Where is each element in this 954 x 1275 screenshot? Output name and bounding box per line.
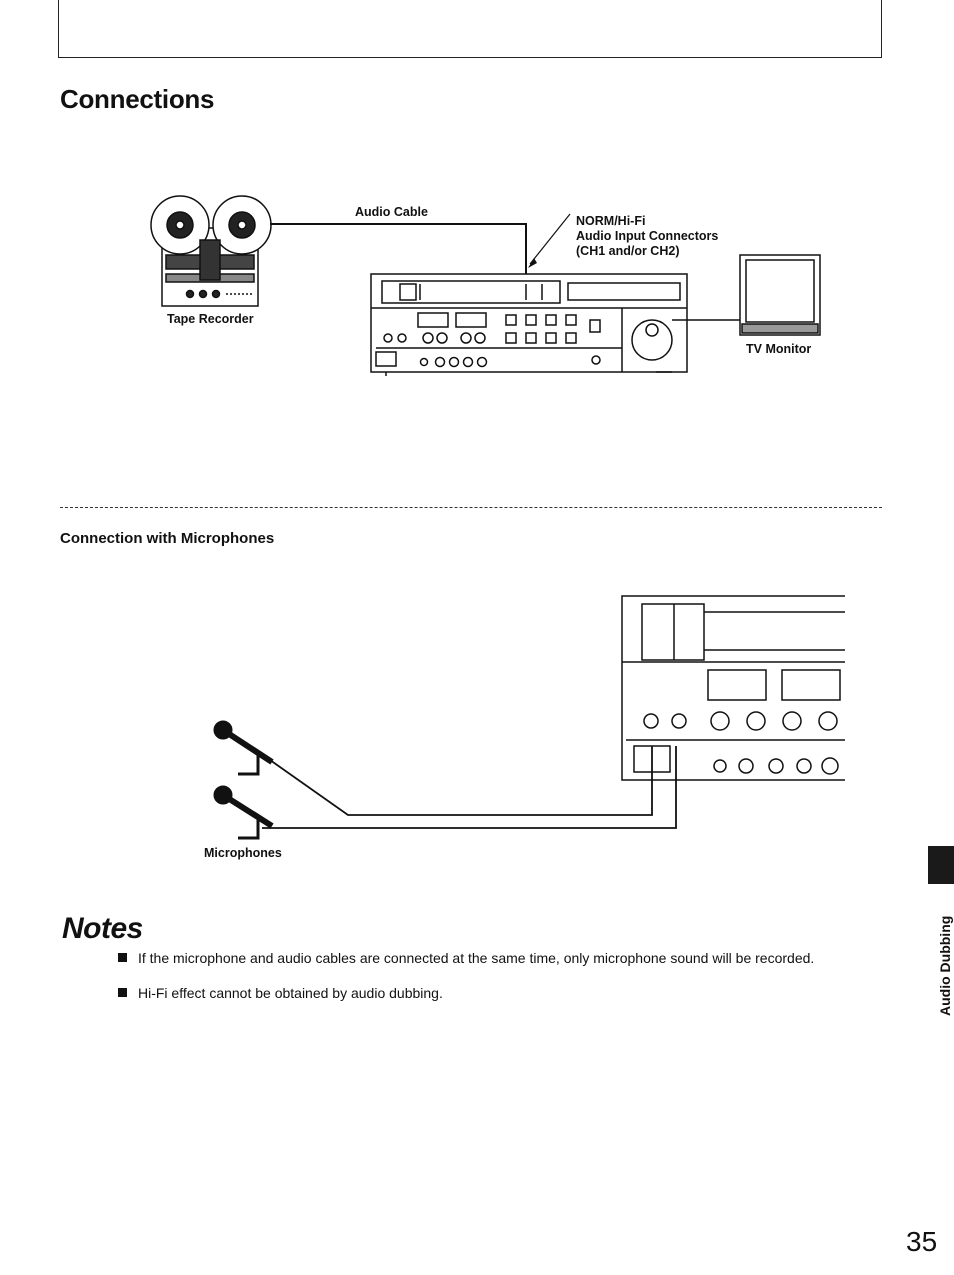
- connector-label-line2: Audio Input Connectors: [576, 229, 719, 243]
- section-title: Connections: [60, 84, 215, 114]
- tv-monitor-label: TV Monitor: [746, 342, 812, 356]
- microphones-label: Microphones: [204, 846, 282, 860]
- connector-label-line1: NORM/Hi-Fi: [576, 214, 646, 228]
- vcr-closeup-illustration: [621, 595, 845, 781]
- note-item: If the microphone and audio cables are c…: [118, 949, 814, 967]
- note-text: Hi-Fi effect cannot be obtained by audio…: [138, 985, 443, 1001]
- bullet-icon: [118, 988, 127, 997]
- subsection-title: Connection with Microphones: [60, 530, 275, 547]
- microphone-illustration: [213, 720, 274, 840]
- audio-cable-label: Audio Cable: [355, 205, 428, 219]
- side-tab-marker: [928, 846, 954, 884]
- section-divider: [60, 507, 882, 508]
- tv-monitor-illustration: [739, 254, 821, 336]
- tape-recorder-illustration: [150, 195, 272, 307]
- notes-title: Notes: [62, 912, 143, 945]
- header-box: [58, 0, 882, 58]
- tape-recorder-label: Tape Recorder: [167, 312, 254, 326]
- page-number: 35: [906, 1226, 938, 1257]
- connector-label-line3: (CH1 and/or CH2): [576, 244, 680, 258]
- note-text: If the microphone and audio cables are c…: [138, 950, 815, 966]
- side-tab-label: Audio Dubbing: [937, 915, 953, 1016]
- bullet-icon: [118, 953, 127, 962]
- vcr-illustration: [370, 273, 688, 376]
- note-item: Hi-Fi effect cannot be obtained by audio…: [118, 984, 443, 1002]
